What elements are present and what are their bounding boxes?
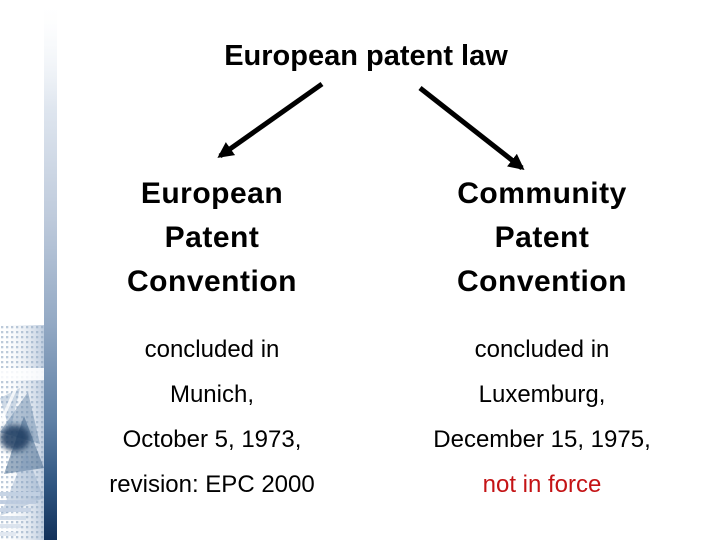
- slide-title: European patent law: [224, 40, 508, 72]
- epc-date: October 5, 1973,: [122, 426, 302, 453]
- epc-heading: European Patent Convention: [127, 177, 297, 298]
- epc-details: concluded in Munich, October 5, 1973, re…: [62, 327, 362, 507]
- column-european-patent-convention: European Patent Convention concluded in …: [62, 172, 362, 540]
- cpc-status-not-in-force: not in force: [482, 471, 602, 498]
- cpc-concluded-in: concluded in: [474, 336, 610, 363]
- vertical-gradient-bar: [44, 0, 57, 540]
- epc-city: Munich,: [169, 381, 255, 408]
- pixel-collage: [0, 325, 57, 540]
- left-branch-arrow-icon: [217, 81, 324, 159]
- cpc-heading: Community Patent Convention: [457, 177, 627, 298]
- cpc-date: December 15, 1975,: [433, 426, 651, 453]
- cpc-city: Luxemburg,: [478, 381, 606, 408]
- left-edge-decoration: [0, 0, 57, 540]
- cpc-details: concluded in Luxemburg, December 15, 197…: [392, 327, 692, 507]
- epc-revision: revision: EPC 2000: [109, 471, 315, 498]
- column-community-patent-convention: Community Patent Convention concluded in…: [392, 172, 692, 540]
- epc-concluded-in: concluded in: [144, 336, 280, 363]
- right-branch-arrow-icon: [418, 86, 525, 170]
